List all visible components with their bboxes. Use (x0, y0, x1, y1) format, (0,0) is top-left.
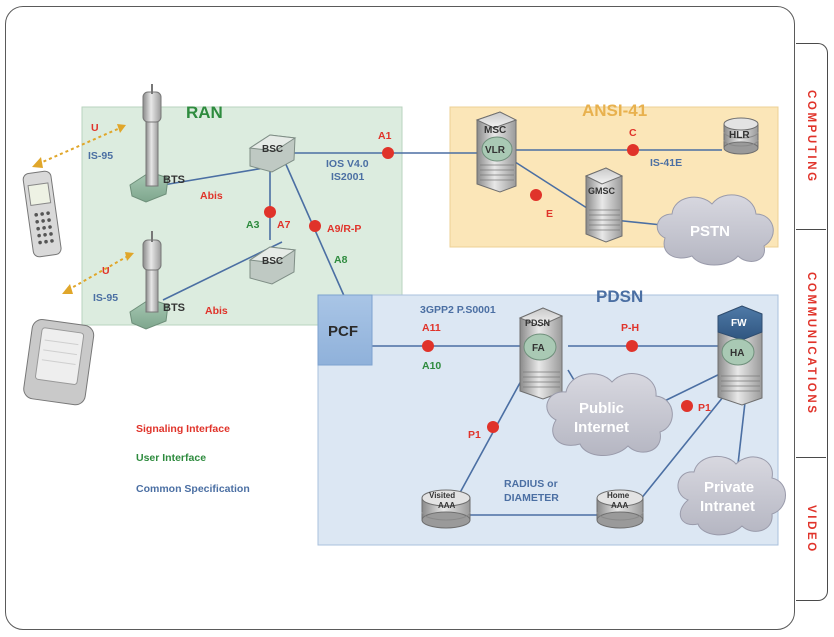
tab-communications[interactable]: COMMUNICATIONS (796, 230, 826, 457)
mobile-phone-icon (22, 170, 62, 258)
legend-common: Common Specification (136, 483, 250, 495)
visited-aaa-database (421, 489, 471, 529)
e-label: E (546, 208, 553, 220)
ran-title: RAN (186, 103, 223, 122)
home-aaa-label-2: AAA (611, 501, 629, 510)
bts-top-tower (129, 84, 169, 203)
public-internet-cloud (546, 373, 673, 456)
c-label: C (629, 127, 637, 139)
vlr-label: VLR (485, 145, 506, 156)
a7-label: A7 (277, 219, 291, 231)
pcf-label: PCF (328, 323, 358, 340)
air-interface-arrows (32, 124, 134, 294)
bts-top-label: BTS (163, 174, 185, 186)
visited-aaa-label-1: Visited (429, 491, 455, 500)
hlr-database (723, 117, 759, 155)
radius-label-1: RADIUS or (504, 478, 558, 490)
pstn-label: PSTN (690, 223, 730, 240)
legend-user: User Interface (136, 452, 206, 464)
ha-server (717, 305, 763, 406)
ph-label: P-H (621, 322, 639, 334)
side-tabs: COMPUTING COMMUNICATIONS VIDEO (796, 43, 828, 601)
a11-label: A11 (422, 322, 441, 334)
is95-top-label: IS-95 (88, 150, 113, 162)
ha-label: HA (730, 348, 744, 359)
pcf-box (317, 294, 373, 366)
air-interface-lines (37, 127, 129, 291)
msc-label: MSC (484, 125, 506, 136)
pdsn-server (518, 307, 564, 400)
ios-label-1: IOS V4.0 (326, 158, 369, 170)
fw-label: FW (731, 318, 747, 329)
public-internet-label-2: Internet (574, 419, 629, 436)
p1-right-label: P1 (698, 402, 711, 414)
msc-server (475, 111, 518, 193)
tab-video[interactable]: VIDEO (796, 458, 826, 600)
p-s0001-label: 3GPP2 P.S0001 (420, 304, 496, 316)
private-intranet-label-1: Private (704, 479, 754, 496)
bsc-top-box (248, 134, 297, 173)
p1-left-label: P1 (468, 429, 481, 441)
a3-label: A3 (246, 219, 260, 231)
pdsn-node-label: PDSN (525, 318, 550, 328)
hlr-label: HLR (729, 130, 750, 141)
public-internet-label-1: Public (579, 400, 624, 417)
a10-label: A10 (422, 360, 441, 372)
u-top-label: U (91, 122, 99, 134)
home-aaa-label-1: Home (607, 491, 630, 500)
tab-computing-label: COMPUTING (805, 89, 817, 184)
fa-label: FA (532, 343, 545, 354)
is95-bottom-label: IS-95 (93, 292, 118, 304)
tab-video-label: VIDEO (805, 504, 817, 554)
legend-signaling: Signaling Interface (136, 423, 230, 435)
tab-divider (796, 229, 826, 230)
ran-region (81, 106, 403, 326)
bsc-top-label: BSC (262, 144, 283, 155)
tab-divider (796, 457, 826, 458)
a9-label: A9/R-P (327, 223, 361, 235)
pstn-cloud (656, 194, 774, 266)
a1-label: A1 (378, 130, 392, 142)
ansi41-title: ANSI-41 (582, 101, 647, 120)
abis-bottom-label: Abis (205, 305, 228, 317)
bsc-bottom-label: BSC (262, 256, 283, 267)
tab-communications-label: COMMUNICATIONS (805, 271, 817, 416)
abis-top-label: Abis (200, 190, 223, 202)
visited-aaa-label-2: AAA (438, 501, 456, 510)
tab-computing[interactable]: COMPUTING (796, 44, 826, 229)
bts-bottom-tower (129, 231, 169, 330)
pdsn-title: PDSN (596, 287, 643, 306)
legend: Signaling Interface User Interface Commo… (136, 423, 250, 495)
bsc-bottom-box (248, 246, 297, 285)
a8-label: A8 (334, 254, 348, 266)
gmsc-server (584, 167, 624, 243)
home-aaa-database (596, 489, 644, 529)
u-bottom-label: U (102, 265, 110, 277)
gmsc-label: GMSC (588, 186, 616, 196)
private-intranet-label-2: Intranet (700, 498, 755, 515)
bts-bottom-label: BTS (163, 302, 185, 314)
pda-device-icon (23, 318, 95, 406)
is41e-label: IS-41E (650, 157, 682, 169)
ios-label-2: IS2001 (331, 171, 364, 183)
private-intranet-cloud (677, 456, 786, 536)
interface-points (264, 144, 693, 433)
radius-label-2: DIAMETER (504, 492, 559, 504)
